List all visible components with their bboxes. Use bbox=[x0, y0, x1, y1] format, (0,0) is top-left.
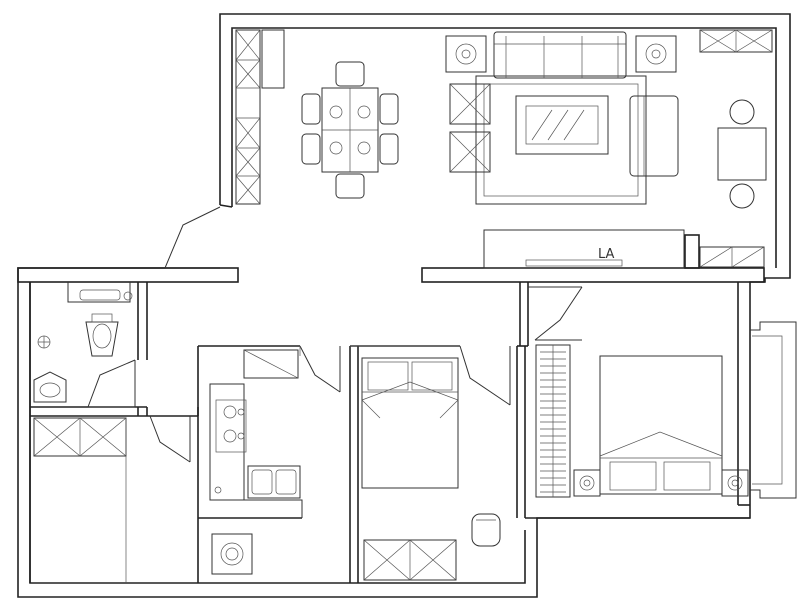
tv-label: LA bbox=[598, 247, 615, 262]
bedroom-2-furniture bbox=[361, 357, 501, 581]
interior-walls bbox=[17, 204, 765, 583]
window-bay bbox=[750, 321, 797, 499]
bedroom-1-furniture bbox=[535, 344, 749, 498]
tv-cabinet: LA bbox=[483, 229, 765, 269]
living-room-furniture bbox=[445, 29, 773, 209]
bedroom-3-wardrobe bbox=[33, 417, 127, 583]
wardrobe-hangers bbox=[540, 351, 566, 493]
kitchen-counter bbox=[209, 349, 303, 575]
bathroom-fixtures bbox=[33, 282, 133, 403]
exterior-walls bbox=[17, 13, 791, 598]
doors bbox=[87, 206, 583, 463]
wall-cabinet bbox=[235, 29, 285, 205]
dining-set bbox=[301, 61, 399, 199]
